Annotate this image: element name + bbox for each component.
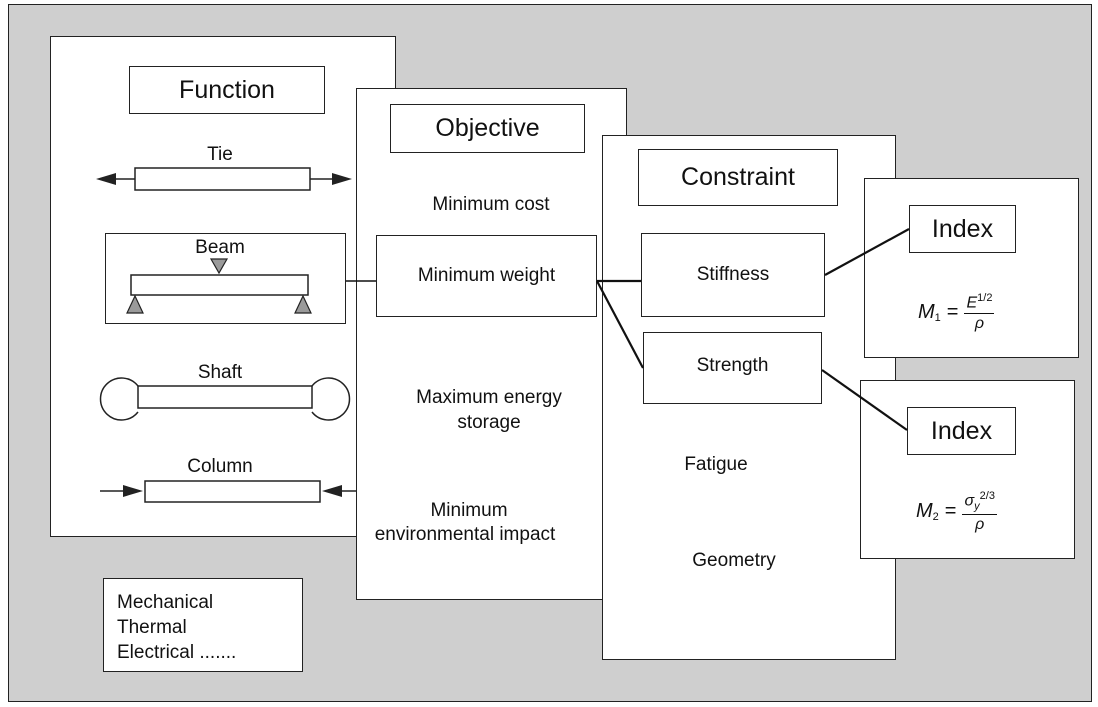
index-2-equals: = xyxy=(944,500,957,523)
function-title: Function xyxy=(129,66,325,114)
constraint-geometry: Geometry xyxy=(692,550,776,571)
index-1-equals: = xyxy=(946,301,959,324)
beam-icon xyxy=(126,258,312,314)
index-2-symbol: M xyxy=(916,500,933,523)
objective-env-line1: Minimum xyxy=(430,500,508,521)
index-2-subscript: 2 xyxy=(932,510,939,523)
shaft-label: Shaft xyxy=(197,362,243,383)
index-1-title: Index xyxy=(909,205,1016,253)
column-icon xyxy=(100,480,357,503)
objective-min-cost: Minimum cost xyxy=(432,194,550,215)
beam-label: Beam xyxy=(195,237,245,258)
index-2-denominator: ρ xyxy=(975,515,985,533)
index-2-fraction: σy2/3 ρ xyxy=(962,490,997,534)
index-1-denominator: ρ xyxy=(974,315,985,333)
index-1-num-base: E xyxy=(966,294,978,312)
column-label: Column xyxy=(187,456,253,477)
types-line-1: Mechanical xyxy=(117,592,214,613)
constraint-strength: Strength xyxy=(643,332,822,404)
constraint-fatigue: Fatigue xyxy=(684,454,748,475)
types-line-3: Electrical ....... xyxy=(117,642,237,663)
index-2-num-base: σ xyxy=(964,492,975,510)
index-2-numerator: σy2/3 xyxy=(962,490,997,515)
objective-title: Objective xyxy=(390,104,585,153)
constraint-stiffness: Stiffness xyxy=(641,233,825,317)
tie-label: Tie xyxy=(207,144,233,165)
index-1-numerator: E1/2 xyxy=(964,292,995,315)
shaft-icon xyxy=(99,377,351,421)
objective-energy-line2: storage xyxy=(457,412,521,433)
connector-lines xyxy=(346,228,910,431)
index-1-subscript: 1 xyxy=(934,311,941,324)
objective-min-weight: Minimum weight xyxy=(376,235,597,317)
tie-icon xyxy=(96,167,352,191)
objective-env-line2: environmental impact xyxy=(374,524,556,545)
constraint-title: Constraint xyxy=(638,149,838,206)
types-box xyxy=(103,578,303,672)
index-2-title: Index xyxy=(907,407,1016,455)
objective-energy-line1: Maximum energy xyxy=(416,387,562,408)
index-2-num-sub: y xyxy=(974,500,980,513)
index-2-num-exp: 2/3 xyxy=(979,490,995,502)
types-line-2: Thermal xyxy=(117,617,187,638)
index-1-fraction: E1/2 ρ xyxy=(964,292,995,333)
objective-panel xyxy=(356,88,627,600)
index-1-symbol: M xyxy=(918,301,935,324)
index-1-num-exp: 1/2 xyxy=(977,292,993,304)
